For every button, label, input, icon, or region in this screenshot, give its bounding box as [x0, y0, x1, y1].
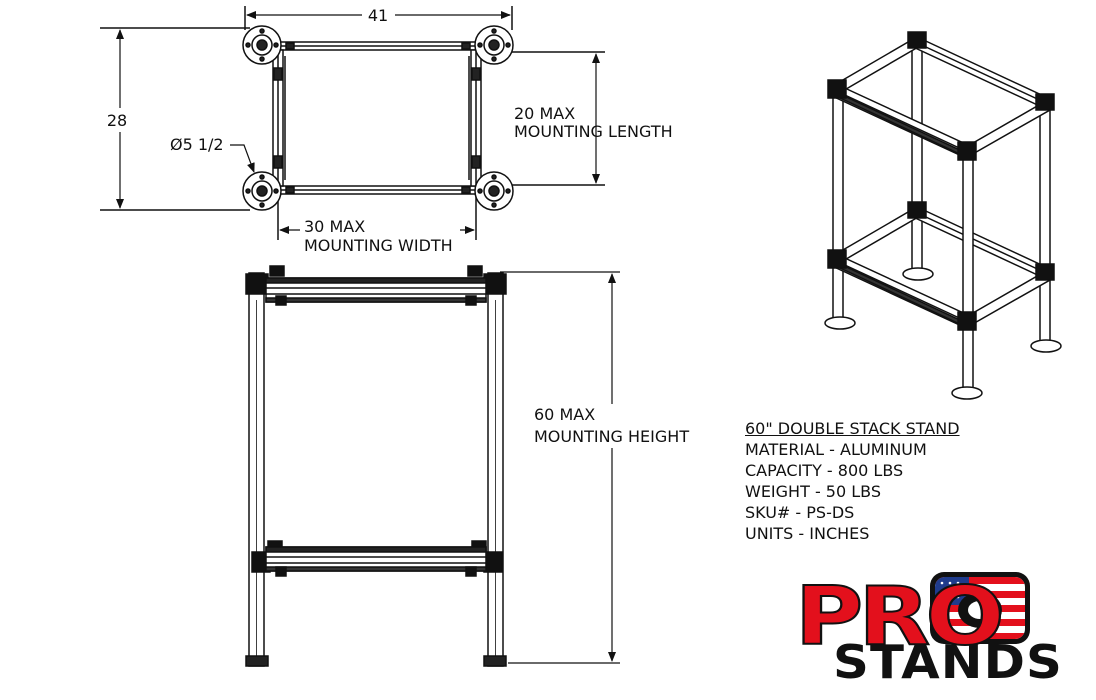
- foot-plate-bottom-right: [474, 171, 514, 211]
- spec-material: MATERIAL - ALUMINUM: [745, 440, 927, 459]
- dimension-overall-depth: 28: [107, 29, 127, 209]
- spec-units: UNITS - INCHES: [745, 524, 870, 543]
- isometric-view: [824, 31, 1062, 400]
- foot-plate-bottom-left: [242, 171, 282, 211]
- dimension-mounting-length: 20 MAX MOUNTING LENGTH: [514, 53, 673, 184]
- mounting-length-label: MOUNTING LENGTH: [514, 122, 673, 141]
- iso-back-right-post: [1039, 101, 1051, 343]
- mounting-height-value: 60 MAX: [534, 405, 595, 424]
- spec-block: 60" DOUBLE STACK STAND MATERIAL - ALUMIN…: [745, 418, 1045, 544]
- iso-front-right-post: [962, 149, 974, 391]
- spec-weight: WEIGHT - 50 LBS: [745, 482, 882, 501]
- dimension-mounting-width: 30 MAX MOUNTING WIDTH: [279, 217, 475, 255]
- dimension-overall-width: 41: [246, 6, 511, 25]
- overall-width-value: 41: [368, 6, 388, 25]
- foot-plate-top-left: [242, 25, 282, 65]
- foot-diameter-value: Ø5 1/2: [170, 135, 224, 154]
- dimension-foot-diameter: Ø5 1/2: [170, 135, 255, 173]
- foot-plate-top-right: [474, 25, 514, 65]
- mounting-length-value: 20 MAX: [514, 104, 575, 123]
- spec-capacity: CAPACITY - 800 LBS: [745, 461, 904, 480]
- mounting-height-label: MOUNTING HEIGHT: [534, 427, 689, 446]
- front-view: [245, 265, 507, 667]
- overall-depth-value: 28: [107, 111, 127, 130]
- spec-title: 60" DOUBLE STACK STAND: [745, 419, 960, 438]
- mounting-width-value: 30 MAX: [304, 217, 365, 236]
- iso-back-left-post: [911, 41, 923, 278]
- iso-front-left-post: [832, 87, 844, 324]
- spec-sku: SKU# - PS-DS: [745, 503, 855, 522]
- mounting-width-label: MOUNTING WIDTH: [304, 236, 453, 255]
- dimension-mounting-height: 60 MAX MOUNTING HEIGHT: [500, 271, 690, 664]
